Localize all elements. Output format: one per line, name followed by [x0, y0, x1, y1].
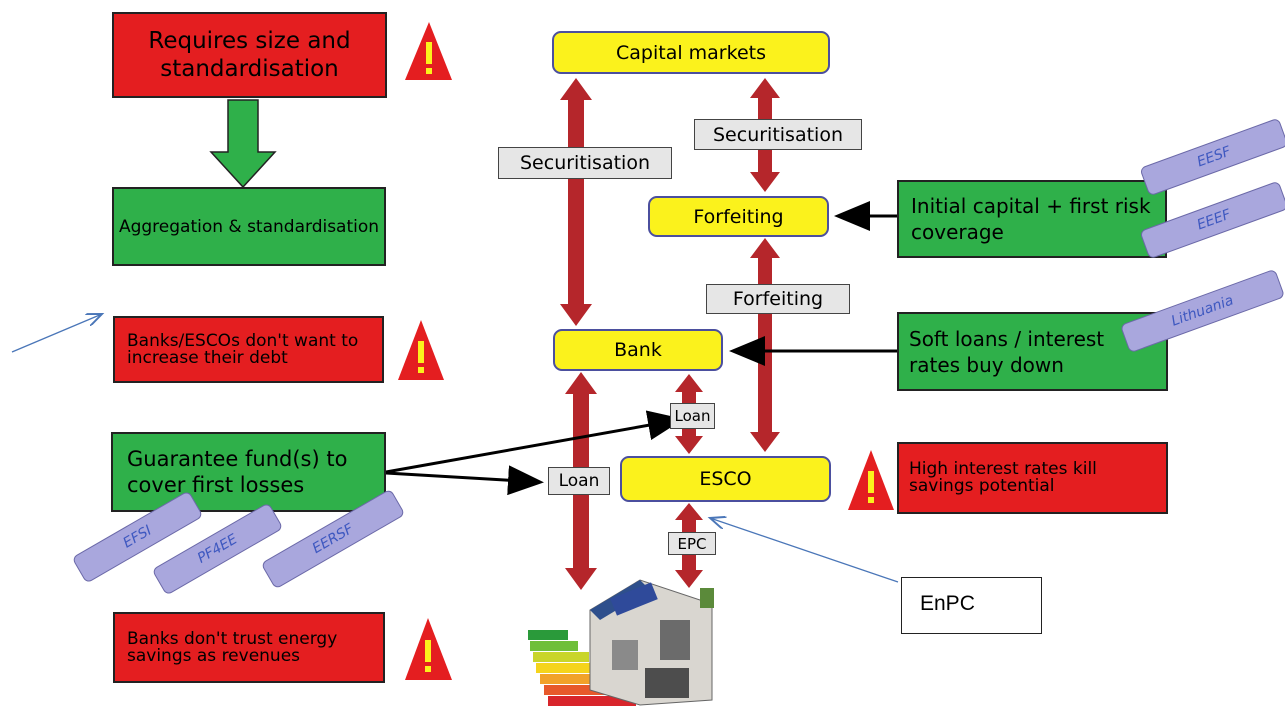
warning-icon [398, 320, 444, 380]
banks-trust-box: Banks don't trust energy savings as reve… [113, 612, 385, 683]
guarantee-fund-text: Guarantee fund(s) to cover first losses [127, 447, 348, 497]
high-interest-box: High interest rates kill savings potenti… [897, 442, 1168, 514]
energy-label-icon [528, 630, 636, 706]
high-interest-text: High interest rates kill savings potenti… [909, 459, 1097, 496]
requires-size-box: Requires size and standardisation [112, 12, 387, 98]
loan-label-left: Loan [548, 467, 610, 495]
aggregation-text: Aggregation & standardisation [118, 216, 380, 237]
guarantee-to-esco-loan-arrow [385, 410, 684, 474]
soft-loans-text: Soft loans / interest rates buy down [909, 326, 1105, 377]
warning-icon [848, 450, 894, 510]
forfeiting-label: Forfeiting [706, 284, 850, 314]
banks-trust-text: Banks don't trust energy savings as reve… [127, 628, 338, 666]
soft-loans-box: Soft loans / interest rates buy down [897, 312, 1168, 391]
capital-markets-text: Capital markets [616, 41, 766, 64]
enpc-text: EnPC [920, 592, 975, 615]
guarantee-fund-box: Guarantee fund(s) to cover first losses [111, 432, 386, 512]
initial-capital-text: Initial capital + first risk coverage [911, 194, 1151, 244]
banks-escos-debt-text: Banks/ESCOs don't want to increase their… [127, 330, 359, 368]
warning-icon [405, 618, 452, 680]
capital-markets-box: Capital markets [552, 31, 830, 74]
bank-box: Bank [553, 329, 723, 371]
epc-label: EPC [668, 532, 716, 555]
esco-box: ESCO [620, 456, 831, 502]
requires-size-text: Requires size and standardisation [148, 28, 351, 82]
forfeiting-box: Forfeiting [648, 196, 829, 237]
securitisation-label-left: Securitisation [498, 147, 672, 179]
esco-text: ESCO [699, 468, 752, 490]
aggregation-box: Aggregation & standardisation [112, 187, 386, 266]
blue-pointer-left [11, 314, 102, 353]
forfeiting-esco-arrow [750, 238, 780, 452]
blue-pointer-enpc [710, 518, 899, 583]
loan-label-upper: Loan [670, 403, 715, 429]
guarantee-to-bank-loan-arrow [385, 465, 544, 496]
enpc-callout: EnPC [901, 577, 1042, 634]
initial-capital-box: Initial capital + first risk coverage [897, 180, 1167, 258]
securitisation-label-right: Securitisation [694, 119, 862, 150]
forfeiting-text: Forfeiting [693, 205, 784, 228]
green-down-arrow [209, 99, 277, 189]
house-illustration [528, 579, 714, 706]
bank-text: Bank [614, 339, 662, 361]
banks-escos-debt-box: Banks/ESCOs don't want to increase their… [113, 316, 384, 383]
warning-icon [405, 22, 452, 80]
capital-bank-arrow [560, 78, 592, 326]
